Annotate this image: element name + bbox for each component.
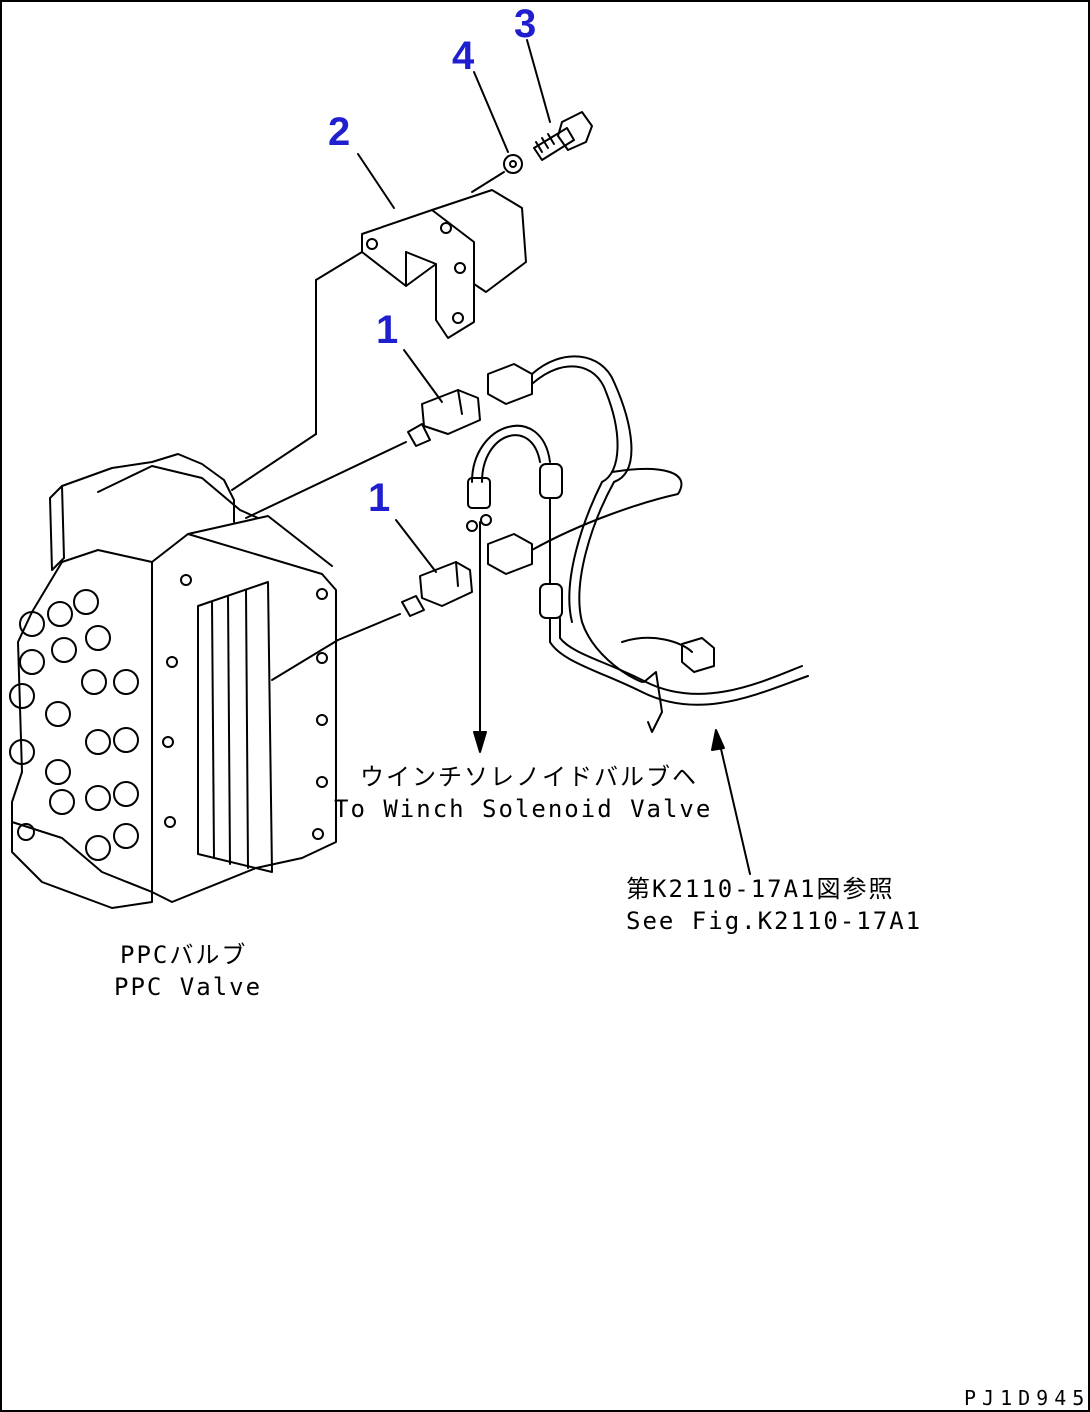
callout-part-1-lower[interactable]: 1 bbox=[368, 476, 391, 520]
ppc-valve-label-english: PPC Valve bbox=[114, 973, 263, 1001]
washer bbox=[471, 71, 523, 193]
callout-part-2[interactable]: 2 bbox=[328, 110, 351, 154]
see-fig-label-english: See Fig.K2110-17A1 bbox=[626, 907, 923, 935]
winch-label-japanese: ウインチソレノイドバルブヘ bbox=[360, 763, 698, 791]
drawing-code: PJ1D945 bbox=[964, 1386, 1090, 1410]
callout-part-1-upper[interactable]: 1 bbox=[376, 308, 399, 352]
wiring-harness bbox=[466, 355, 809, 875]
callout-part-4[interactable]: 4 bbox=[452, 34, 475, 78]
bracket bbox=[231, 153, 527, 491]
see-fig-label-japanese: 第K2110-17A1図参照 bbox=[626, 875, 895, 903]
winch-label-english: To Winch Solenoid Valve bbox=[334, 795, 713, 823]
ppc-valve-label-japanese: PPCバルブ bbox=[120, 941, 248, 969]
bolt bbox=[526, 39, 593, 161]
ppc-valve bbox=[9, 453, 337, 909]
pressure-switch-upper bbox=[245, 349, 481, 519]
pressure-switch-lower bbox=[271, 519, 473, 681]
callout-part-3[interactable]: 3 bbox=[514, 2, 537, 46]
